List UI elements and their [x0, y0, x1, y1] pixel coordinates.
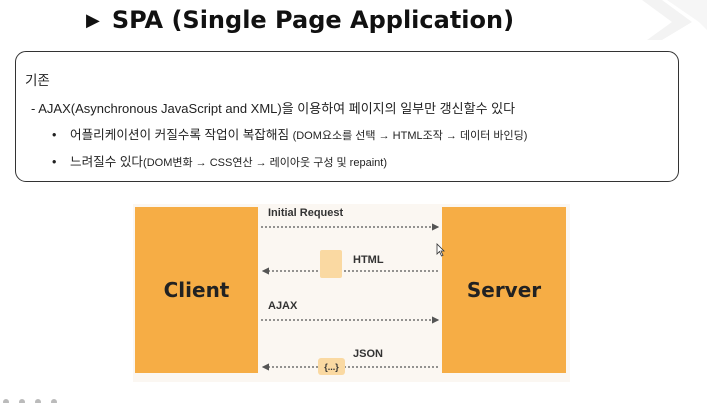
label-html: HTML	[353, 254, 384, 266]
mouse-cursor-icon	[436, 243, 445, 257]
server-node: Server	[442, 207, 566, 373]
slide-title-text: SPA (Single Page Application)	[111, 6, 515, 34]
bullet-detail-text: (DOM요소를 선택 → HTML조작 → 데이터 바인딩)	[292, 130, 528, 142]
label-json: JSON	[353, 348, 383, 360]
message-arrows	[261, 223, 440, 371]
client-node: Client	[135, 207, 258, 373]
json-braces-icon: {...}	[318, 358, 345, 375]
decorative-chevron-icon	[622, 0, 707, 40]
label-initial-request: Initial Request	[268, 207, 344, 219]
html-document-icon	[320, 250, 342, 278]
box-bullet-slowness: • 느려질수 있다(DOM변화 → CSS연산 → 레이아웃 구성 및 repai…	[52, 151, 387, 170]
description-box: 기존 - AJAX(Asynchronous JavaScript and XM…	[15, 51, 679, 182]
bullet-main-text: 어플리케이션이 커질수록 작업이 복잡해짐	[70, 128, 293, 142]
bullet-mark: •	[52, 155, 57, 169]
bullet-detail-text: (DOM변화 → CSS연산 → 레이아웃 구성 및 repaint)	[143, 157, 387, 169]
client-server-diagram: Client Server Initial Request HTML AJAX …	[133, 204, 570, 382]
play-arrow-icon: ▶	[86, 9, 100, 31]
box-heading: 기존	[25, 73, 50, 88]
slide-nav-dots-icon	[3, 399, 57, 403]
bullet-main-text: 느려질수 있다	[70, 155, 144, 169]
box-bullet-complexity: • 어플리케이션이 커질수록 작업이 복잡해짐 (DOM요소를 선택 → HTML…	[52, 124, 527, 143]
box-line-ajax: - AJAX(Asynchronous JavaScript and XML)을…	[31, 101, 516, 116]
slide-title: ▶ SPA (Single Page Application)	[86, 2, 514, 38]
bullet-mark: •	[52, 128, 57, 142]
label-ajax: AJAX	[268, 300, 298, 312]
